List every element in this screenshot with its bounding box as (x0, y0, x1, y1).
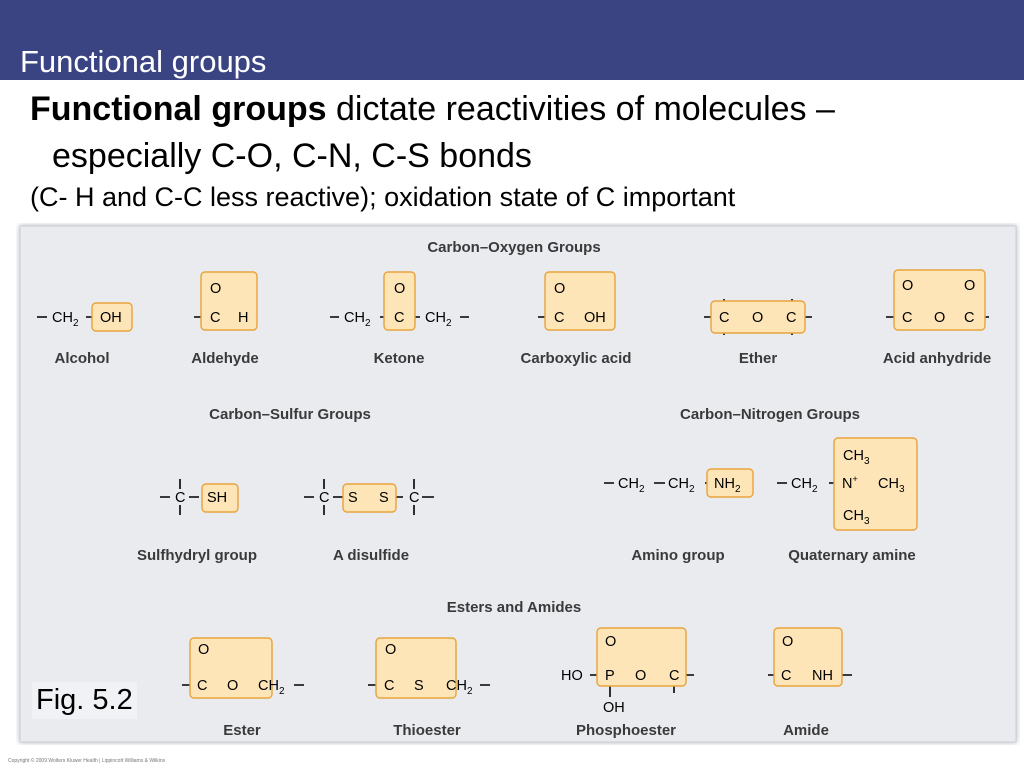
svg-text:O: O (554, 281, 565, 297)
svg-text:CH3: CH3 (843, 448, 870, 467)
svg-text:C: C (964, 310, 974, 326)
bullet-functional-groups: Functional groups dictate reactivities o… (30, 86, 1000, 180)
svg-text:O: O (782, 634, 793, 650)
svg-text:O: O (394, 281, 405, 297)
copyright-note: Copyright © 2009 Wolters Kluwer Health |… (8, 758, 166, 764)
figure-label: Fig. 5.2 (32, 682, 137, 719)
bullet-bold-term: Functional groups (30, 90, 327, 128)
name-aldehyde: Aldehyde (191, 350, 259, 367)
svg-text:OH: OH (100, 310, 122, 326)
svg-text:O: O (227, 678, 238, 694)
bullet-oxidation-note: (C- H and C-C less reactive); oxidation … (30, 182, 736, 212)
svg-text:O: O (934, 310, 945, 326)
heading-carbon-nitrogen: Carbon–Nitrogen Groups (680, 406, 860, 423)
svg-text:O: O (198, 642, 209, 658)
svg-text:C: C (669, 668, 679, 684)
functional-groups-figure: CH2 OH O C H CH2 O C CH2 O C OH C O C O … (19, 225, 1017, 743)
svg-text:C: C (394, 310, 404, 326)
svg-text:O: O (605, 634, 616, 650)
svg-text:CH2: CH2 (791, 476, 818, 495)
svg-text:C: C (781, 668, 791, 684)
svg-text:C: C (210, 310, 220, 326)
svg-text:O: O (752, 310, 763, 326)
name-sulfhydryl: Sulfhydryl group (137, 547, 257, 564)
svg-text:S: S (414, 678, 424, 694)
svg-text:C: C (554, 310, 564, 326)
svg-text:HO: HO (561, 668, 583, 684)
formula-text: CH2 OH O C H CH2 O C CH2 O C OH C O C O … (52, 278, 975, 716)
svg-text:CH2: CH2 (344, 310, 371, 329)
svg-text:O: O (210, 281, 221, 297)
svg-text:SH: SH (207, 490, 227, 506)
heading-carbon-sulfur: Carbon–Sulfur Groups (209, 406, 371, 423)
name-quaternary-amine: Quaternary amine (788, 547, 916, 564)
name-ether: Ether (739, 350, 778, 367)
svg-text:C: C (175, 490, 185, 506)
svg-text:CH2: CH2 (425, 310, 452, 329)
name-amide: Amide (783, 722, 829, 739)
svg-text:C: C (197, 678, 207, 694)
name-amino: Amino group (631, 547, 724, 564)
svg-text:S: S (348, 490, 358, 506)
svg-text:C: C (902, 310, 912, 326)
name-ketone: Ketone (374, 350, 425, 367)
svg-text:H: H (238, 310, 248, 326)
svg-text:O: O (635, 668, 646, 684)
bullet-text: dictate reactivities of molecules – (326, 90, 835, 128)
slide-title: Functional groups (20, 44, 267, 79)
svg-text:CH3: CH3 (878, 476, 905, 495)
svg-text:NH2: NH2 (714, 476, 741, 495)
section-headings: Carbon–Oxygen Groups Carbon–Sulfur Group… (209, 239, 860, 616)
name-acid-anhydride: Acid anhydride (883, 350, 991, 367)
svg-text:C: C (719, 310, 729, 326)
name-disulfide: A disulfide (333, 547, 409, 564)
bullet-line-2: especially C-O, C-N, C-S bonds (52, 137, 532, 175)
svg-text:CH2: CH2 (668, 476, 695, 495)
svg-text:CH3: CH3 (843, 508, 870, 527)
svg-text:P: P (605, 668, 615, 684)
svg-text:O: O (902, 278, 913, 294)
svg-text:CH2: CH2 (258, 678, 285, 697)
svg-text:NH: NH (812, 668, 833, 684)
svg-text:OH: OH (603, 700, 625, 716)
name-phosphoester: Phosphoester (576, 722, 676, 739)
name-carboxylic-acid: Carboxylic acid (521, 350, 632, 367)
svg-text:S: S (379, 490, 389, 506)
name-ester: Ester (223, 722, 261, 739)
svg-text:CH2: CH2 (446, 678, 473, 697)
svg-text:C: C (384, 678, 394, 694)
highlight-boxes (91, 269, 986, 699)
name-alcohol: Alcohol (55, 350, 110, 367)
svg-text:OH: OH (584, 310, 606, 326)
svg-text:O: O (385, 642, 396, 658)
svg-text:C: C (409, 490, 419, 506)
title-bar (0, 0, 1024, 80)
svg-text:CH2: CH2 (52, 310, 79, 329)
group-names: Alcohol Aldehyde Ketone Carboxylic acid … (55, 350, 992, 739)
name-thioester: Thioester (393, 722, 461, 739)
svg-text:C: C (319, 490, 329, 506)
svg-text:CH2: CH2 (618, 476, 645, 495)
svg-text:C: C (786, 310, 796, 326)
heading-carbon-oxygen: Carbon–Oxygen Groups (427, 239, 600, 256)
heading-esters-amides: Esters and Amides (447, 599, 582, 616)
svg-text:O: O (964, 278, 975, 294)
